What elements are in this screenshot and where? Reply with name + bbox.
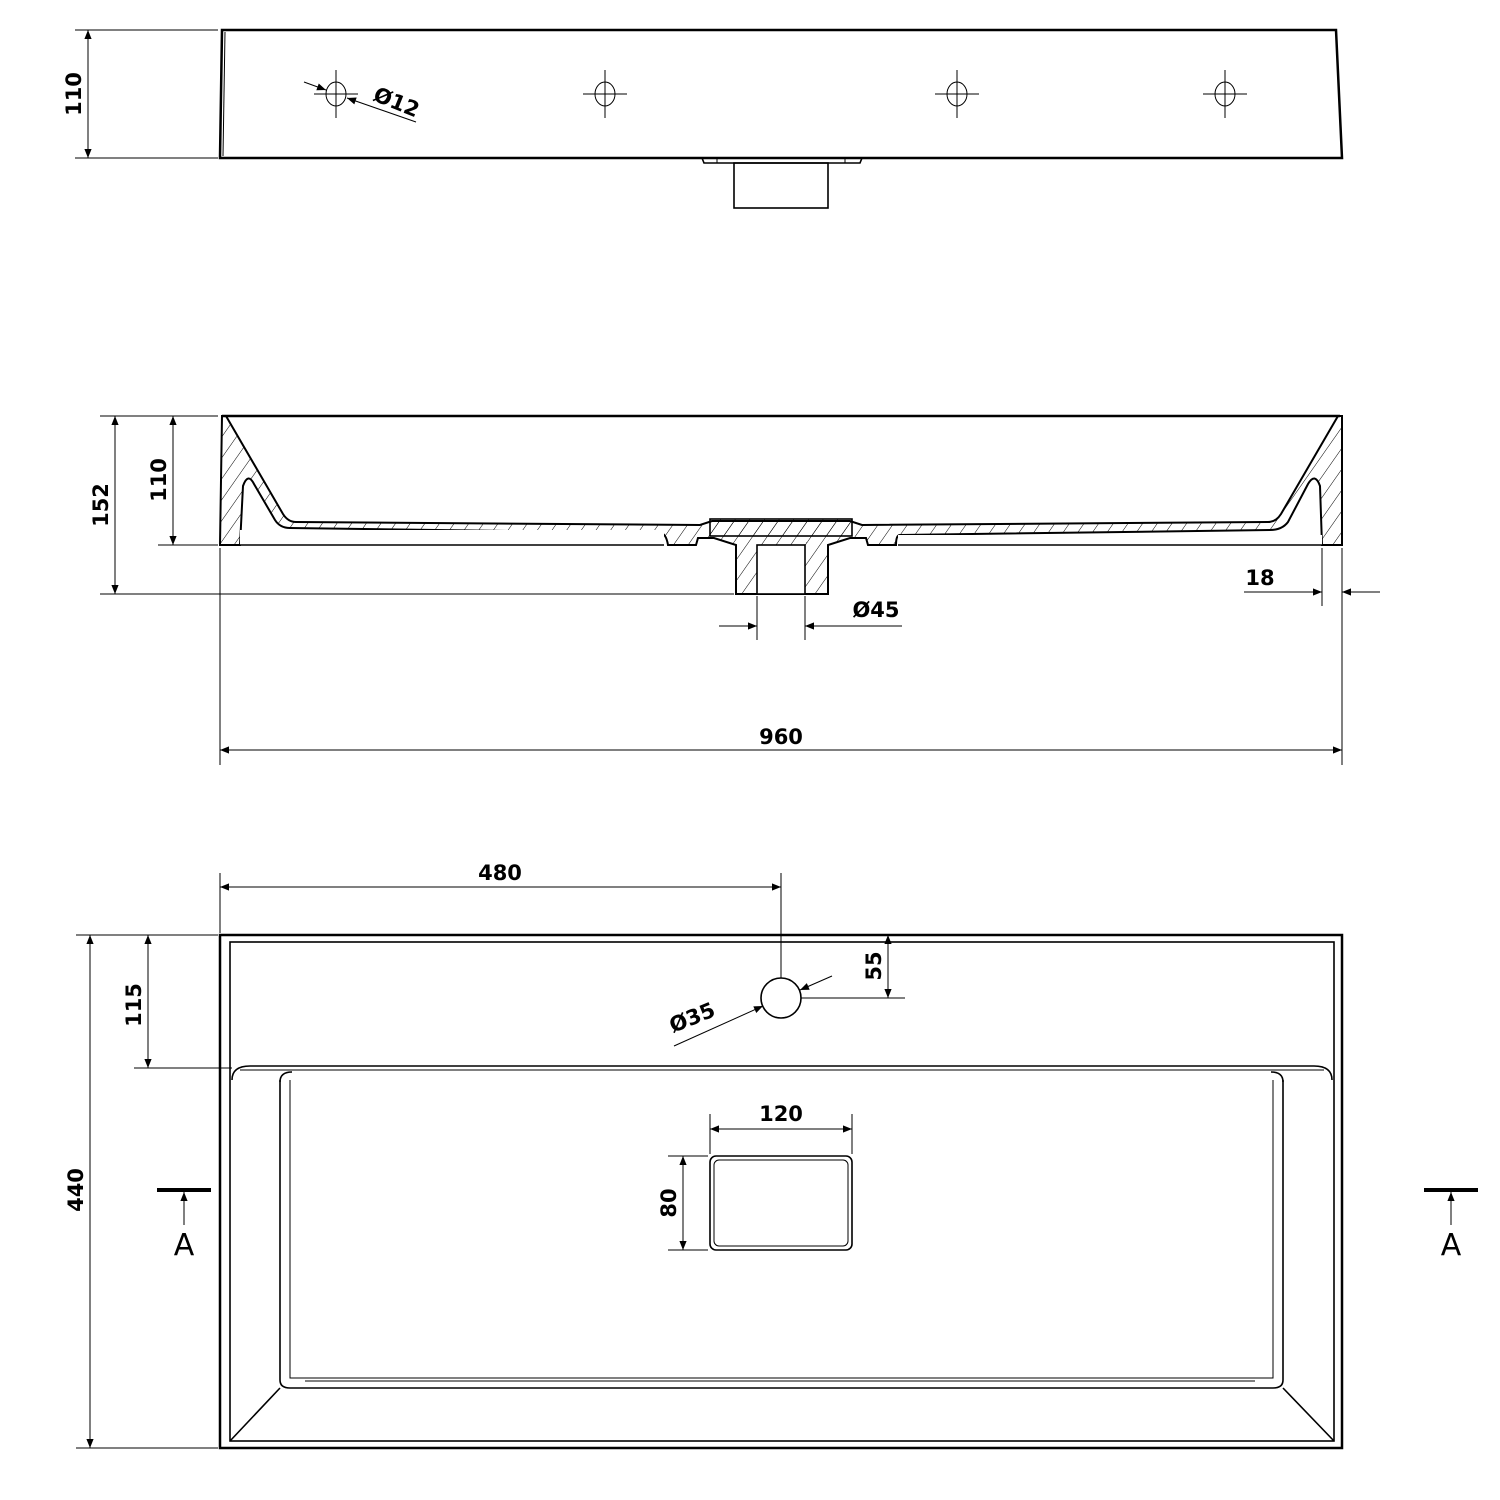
corner-line — [1282, 1387, 1335, 1442]
tap-hole — [760, 977, 802, 1019]
bowl-outline — [279, 1080, 1284, 1389]
rim-inner-edge — [229, 941, 1335, 1442]
basin-height-label: 110 — [147, 458, 171, 502]
overflow-cover-section — [709, 518, 853, 537]
front-view: Ø12 110 — [62, 28, 1344, 209]
plan-view: 480 440 115 55 Ø35 120 80 A A — [64, 861, 1478, 1450]
section-marker-label: A — [174, 1228, 195, 1263]
corner-line — [229, 1387, 281, 1442]
drain-diameter-label: Ø45 — [852, 598, 899, 622]
hole-diameter-label: Ø12 — [370, 82, 423, 122]
dim-arrow — [346, 97, 417, 123]
section-marker-left: A — [157, 1188, 211, 1263]
tap-hole — [935, 70, 979, 118]
basin-front-outline — [218, 28, 1344, 160]
section-view: 152 110 18 Ø45 960 — [89, 414, 1380, 765]
wall-thickness-label: 18 — [1245, 566, 1274, 590]
tap-diameter-label: Ø35 — [666, 998, 719, 1038]
depth-label: 440 — [64, 1168, 88, 1212]
tap-offset-label: 480 — [478, 861, 522, 885]
tap-edge-label: 55 — [862, 951, 886, 980]
drain-front — [701, 157, 863, 209]
overflow-opening — [709, 1155, 853, 1251]
tap-hole — [314, 70, 358, 118]
deck-edge — [231, 1065, 1333, 1081]
edge-line — [222, 31, 226, 157]
overflow-height-label: 80 — [657, 1188, 681, 1217]
section-marker-label: A — [1441, 1228, 1462, 1263]
overall-height-label: 152 — [89, 483, 113, 527]
bowl-top-corners — [279, 1071, 1284, 1083]
tap-hole — [1203, 70, 1247, 118]
dim-arrow — [303, 81, 327, 91]
section-marker-right: A — [1424, 1188, 1478, 1263]
deck-depth-label: 115 — [122, 983, 146, 1027]
basin-outline — [218, 933, 1344, 1450]
overflow-width-label: 120 — [759, 1102, 803, 1126]
tap-holes — [314, 70, 1247, 118]
width-label: 960 — [759, 725, 803, 749]
tap-hole — [583, 70, 627, 118]
drain-outlet — [756, 544, 806, 595]
front-height-label: 110 — [62, 72, 86, 116]
